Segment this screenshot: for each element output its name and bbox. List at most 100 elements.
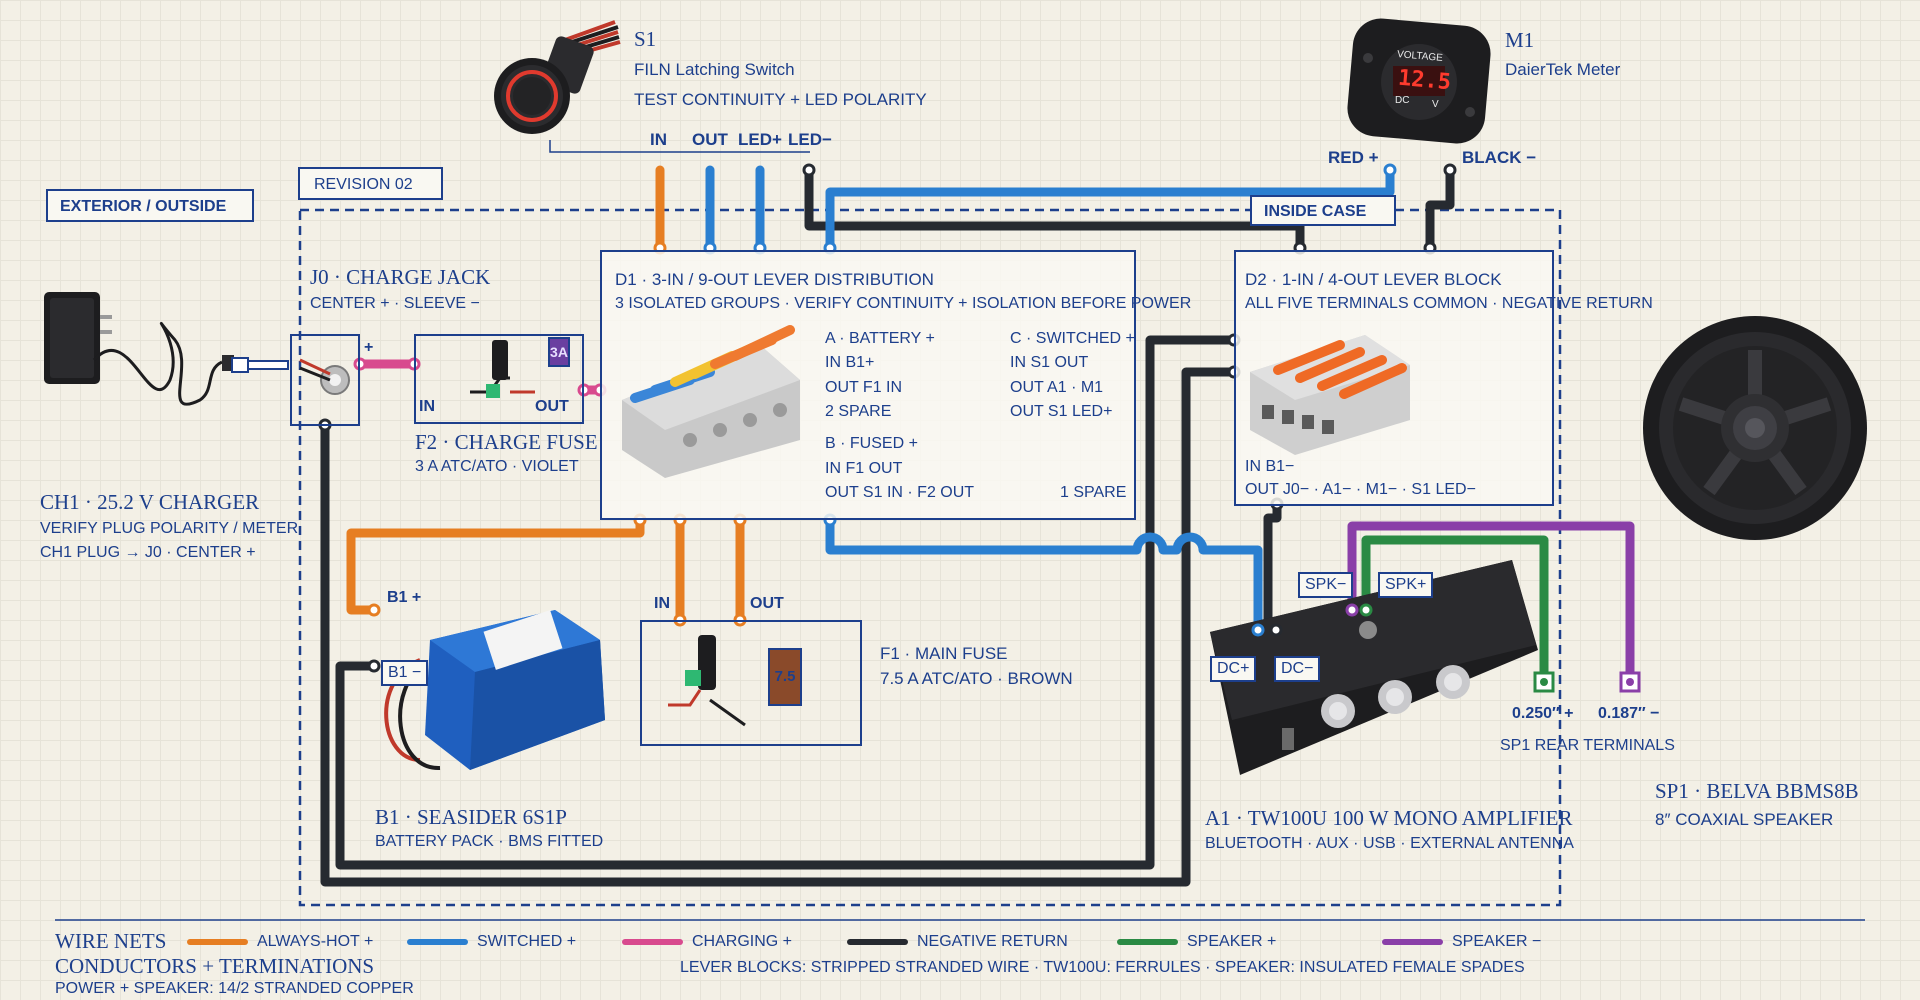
dot-a1-spk-plus — [1359, 603, 1373, 617]
sp1-term-minus: 0.187″ − — [1598, 705, 1660, 722]
f2-title: F2 · CHARGE FUSE — [415, 430, 598, 454]
j0-jack-image — [299, 358, 350, 395]
dot-b1-minus — [367, 659, 381, 673]
meter-image — [1347, 18, 1491, 144]
d1-group-c-3: OUT S1 LED+ — [1010, 403, 1113, 420]
dot-m1-black — [1443, 163, 1457, 177]
speaker-minus-wire — [1347, 521, 1635, 687]
legend-item-speaker-plus: SPEAKER + — [1187, 933, 1277, 950]
s1-pin-led-minus: LED− — [788, 130, 832, 149]
a1-dc-plus-label: DC+ — [1210, 656, 1257, 682]
sp1-plus-terminal-dot — [1540, 678, 1548, 686]
inside-case-boundary — [298, 208, 1562, 907]
legend-item-always-hot: ALWAYS-HOT + — [257, 933, 374, 950]
d1-spare: 1 SPARE — [1060, 484, 1127, 501]
conductors-title: CONDUCTORS + TERMINATIONS — [55, 954, 375, 978]
dot-m1-red — [1383, 163, 1397, 177]
dot-f2-out — [577, 383, 591, 397]
d1-group-a-1: IN B1+ — [825, 354, 875, 371]
m1-name: DaierTek Meter — [1505, 60, 1621, 79]
m1-id: M1 — [1505, 28, 1535, 52]
sp1-term-plus: 0.250″ + — [1512, 705, 1574, 722]
a1-spk-minus-label: SPK− — [1298, 572, 1354, 598]
charger-image — [44, 292, 234, 406]
ch1-plug-barrel — [247, 360, 289, 370]
sp1-note: 8″ COAXIAL SPEAKER — [1655, 810, 1834, 829]
dot-a1-dc-plus — [1251, 623, 1265, 637]
neg-wire-s1-led-minus — [804, 165, 1305, 253]
b1-plus-label: B1 + — [387, 589, 422, 606]
d1-group-a-2: OUT F1 IN — [825, 379, 903, 396]
f2-note: 3 A ATC/ATO · VIOLET — [415, 458, 579, 475]
m1-display-dc: DC — [1395, 95, 1410, 106]
dot-b1-plus — [367, 603, 381, 617]
d1-group-c-1: IN S1 OUT — [1010, 354, 1089, 371]
ch1-plug-body — [231, 357, 249, 373]
legend-item-speaker-minus: SPEAKER − — [1452, 933, 1542, 950]
f1-out-label: OUT — [750, 595, 784, 612]
neg-wire-j0 — [320, 367, 1239, 887]
d1-group-b-1: IN F1 OUT — [825, 460, 903, 477]
neg-wire-a1 — [335, 335, 1239, 870]
f2-out-label: OUT — [535, 398, 569, 415]
f2-fuse-image — [470, 340, 535, 398]
j0-jack-box — [290, 334, 360, 426]
s1-note: TEST CONTINUITY + LED POLARITY — [634, 90, 927, 109]
legend-title: WIRE NETS — [55, 929, 167, 953]
d1-group-c-0: C · SWITCHED + — [1010, 330, 1135, 347]
f1-note: 7.5 A ATC/ATO · BROWN — [880, 669, 1073, 688]
speaker-plus-wire — [1361, 535, 1549, 687]
speaker-image — [1643, 316, 1867, 540]
revision-label: REVISION 02 — [298, 167, 443, 200]
sp1-minus-terminal-dot — [1626, 678, 1634, 686]
exterior-label: EXTERIOR / OUTSIDE — [46, 189, 254, 222]
hot-wire-b1-plus — [346, 515, 645, 615]
m1-display-value: 12.5 — [1397, 65, 1453, 96]
s1-pin-in: IN — [650, 130, 667, 149]
legend-item-negative: NEGATIVE RETURN — [917, 933, 1068, 950]
legend-item-switched: SWITCHED + — [477, 933, 577, 950]
sp1-title: SP1 · BELVA BBMS8B — [1655, 779, 1859, 803]
d1-group-a-0: A · BATTERY + — [825, 330, 935, 347]
d1-note: 3 ISOLATED GROUPS · VERIFY CONTINUITY + … — [615, 295, 1192, 312]
f2-in-label: IN — [419, 398, 435, 415]
conductors-note: POWER + SPEAKER: 14/2 STRANDED COPPER — [55, 980, 414, 997]
f1-fuse-box — [640, 620, 862, 746]
f1-rating-plate: 7.5 — [768, 648, 802, 706]
ch1-title: CH1 · 25.2 V CHARGER — [40, 490, 260, 514]
a1-dc-minus-label: DC− — [1274, 656, 1321, 682]
j0-title: J0 · CHARGE JACK — [310, 265, 491, 289]
j0-note: CENTER + · SLEEVE − — [310, 295, 480, 312]
sw-wire-m1 — [825, 165, 1395, 253]
battery-image — [384, 610, 605, 771]
m1-display-v: V — [1432, 99, 1439, 110]
d2-out: OUT J0− · A1− · M1− · S1 LED− — [1245, 481, 1476, 498]
neg-wire-m1 — [1425, 165, 1455, 253]
s1-name: FILN Latching Switch — [634, 60, 795, 79]
j0-plus-label: + — [364, 339, 374, 356]
sw-wire-a1 — [825, 515, 1263, 635]
b1-title: B1 · SEASIDER 6S1P — [375, 805, 567, 829]
ch1-note2: CH1 PLUG → J0 · CENTER + — [40, 544, 256, 561]
negative-return-net — [320, 165, 1455, 887]
s1-id: S1 — [634, 27, 657, 51]
b1-minus-label: B1 − — [381, 660, 429, 686]
s1-pin-led-plus: LED+ — [738, 130, 782, 149]
switch-image — [494, 20, 621, 134]
d1-group-a-3: 2 SPARE — [825, 403, 892, 420]
a1-title: A1 · TW100U 100 W MONO AMPLIFIER — [1205, 806, 1573, 830]
switched-net — [705, 165, 1395, 635]
d1-group-c-2: OUT A1 · M1 — [1010, 379, 1104, 396]
d1-title: D1 · 3-IN / 9-OUT LEVER DISTRIBUTION — [615, 270, 934, 289]
b1-note: BATTERY PACK · BMS FITTED — [375, 833, 604, 850]
f2-rating-plate: 3A — [548, 337, 570, 367]
m1-pin-black: BLACK − — [1462, 148, 1537, 167]
legend-item-charging: CHARGING + — [692, 933, 793, 950]
d2-title: D2 · 1-IN / 4-OUT LEVER BLOCK — [1245, 270, 1502, 289]
a1-spk-plus-label: SPK+ — [1378, 572, 1434, 598]
neg-wire-a1-dc — [1263, 499, 1282, 635]
dot-a1-spk-minus — [1345, 603, 1359, 617]
f1-title: F1 · MAIN FUSE — [880, 644, 1008, 663]
d2-in: IN B1− — [1245, 458, 1295, 475]
